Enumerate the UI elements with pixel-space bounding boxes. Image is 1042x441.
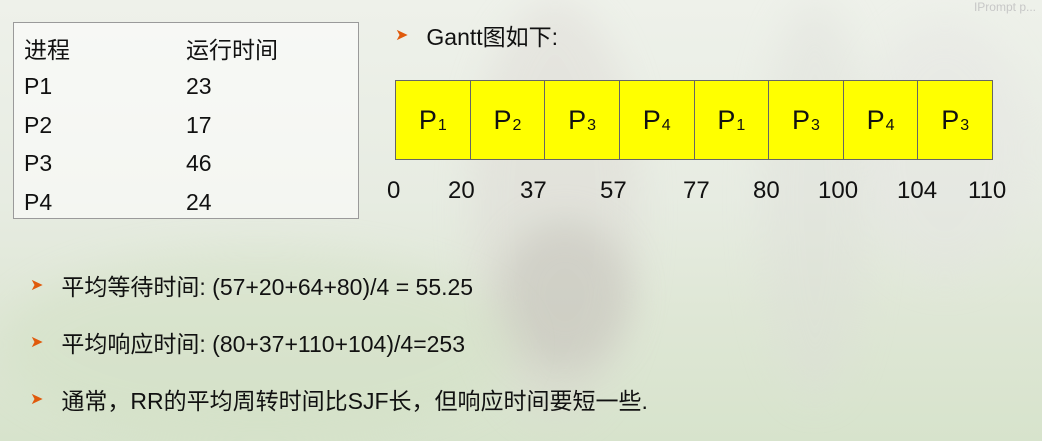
table-row: P4 24 bbox=[24, 183, 278, 222]
watermark: IPrompt p... bbox=[973, 0, 1036, 14]
background-figure bbox=[470, 0, 640, 420]
table-row: P2 17 bbox=[24, 106, 278, 145]
table-cell: P1 bbox=[24, 73, 53, 100]
background-figure bbox=[760, 0, 870, 400]
table-cell: 23 bbox=[186, 73, 212, 100]
table-header-row: 进程 运行时间 bbox=[24, 29, 278, 68]
bullet-text: 通常，RR的平均周转时间比SJF长，但响应时间要短一些. bbox=[61, 388, 648, 414]
gantt-tick-label: 110 bbox=[968, 177, 1007, 204]
bullet-average-response: ➤ 平均响应时间: (80+37+110+104)/4=253 bbox=[30, 325, 465, 359]
table-cell: P2 bbox=[24, 111, 53, 138]
table-row: P3 46 bbox=[24, 145, 278, 184]
bullet-text: 平均等待时间: (57+20+64+80)/4 = 55.25 bbox=[61, 274, 474, 300]
gantt-tick-label: 57 bbox=[600, 177, 627, 204]
arrow-bullet-icon: ➤ bbox=[30, 334, 44, 351]
arrow-bullet-icon: ➤ bbox=[30, 277, 44, 294]
gantt-tick-label: 37 bbox=[520, 177, 547, 204]
gantt-tick-label: 20 bbox=[448, 177, 475, 204]
table-cell: 17 bbox=[186, 111, 212, 138]
gantt-title: Gantt图如下: bbox=[426, 24, 559, 50]
table-cell: 24 bbox=[186, 188, 212, 215]
background-figure bbox=[500, 220, 630, 370]
gantt-heading: ➤ Gantt图如下: bbox=[395, 18, 558, 52]
table-cell: 46 bbox=[186, 150, 212, 177]
background-foliage bbox=[0, 250, 520, 440]
column-header: 进程 bbox=[24, 37, 70, 64]
bullet-rr-vs-sjf: ➤ 通常，RR的平均周转时间比SJF长，但响应时间要短一些. bbox=[30, 382, 648, 416]
table-cell: P3 bbox=[24, 150, 53, 177]
arrow-bullet-icon: ➤ bbox=[30, 391, 44, 408]
table-row: P1 23 bbox=[24, 68, 278, 107]
arrow-bullet-icon: ➤ bbox=[395, 27, 409, 44]
gantt-tick-label: 77 bbox=[683, 177, 710, 204]
gantt-tick-label: 104 bbox=[897, 177, 938, 204]
bullet-average-wait: ➤ 平均等待时间: (57+20+64+80)/4 = 55.25 bbox=[30, 268, 473, 302]
bullet-text: 平均响应时间: (80+37+110+104)/4=253 bbox=[61, 331, 465, 357]
table-cell: P4 bbox=[24, 188, 53, 215]
gantt-tick-label: 0 bbox=[387, 177, 401, 204]
process-table: 进程 运行时间 P1 23 P2 17 P3 46 P4 24 bbox=[13, 22, 359, 219]
column-header: 运行时间 bbox=[186, 37, 278, 64]
gantt-tick-label: 80 bbox=[753, 177, 780, 204]
gantt-tick-label: 100 bbox=[818, 177, 859, 204]
